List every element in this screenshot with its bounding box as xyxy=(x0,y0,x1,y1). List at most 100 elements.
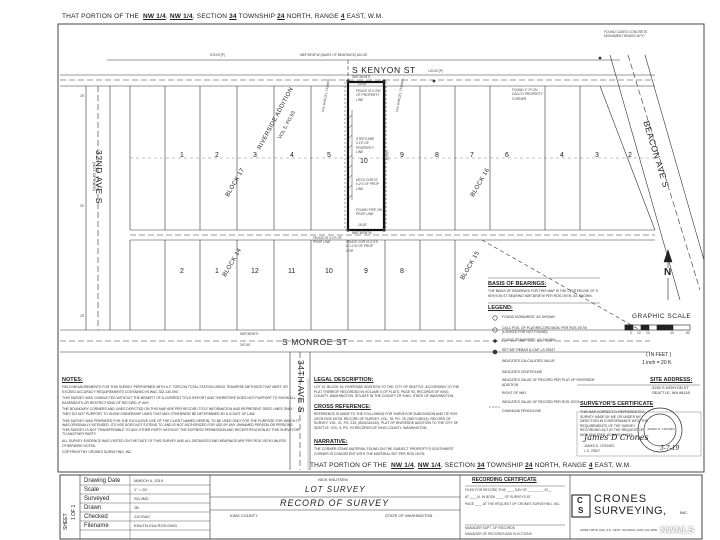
callout-fence-s: FENCE IS 0.2'S OF PROP LINE xyxy=(313,236,343,245)
dim-monroe-brg: S89°38'08"E xyxy=(240,332,259,336)
legend-item: FOUND MONUMENT, AS SHOWN xyxy=(502,315,555,319)
sheet-number: 1 OF 1 xyxy=(71,504,77,520)
legend-item: RIGHT OF WAY xyxy=(502,391,527,396)
header-top: THAT PORTION OF THE NW 1/4, NW 1/4, SECT… xyxy=(62,13,384,20)
company-logo-s: S xyxy=(578,506,584,515)
tb-label-checked: Checked xyxy=(84,514,108,520)
header-b-section: 34 xyxy=(477,462,485,469)
dim-bearing-top: N89°38'08"W (BASIS OF BEARINGS) 622.56' xyxy=(300,53,368,57)
sheet-label: SHEET xyxy=(63,513,69,530)
lot-n-e-6: 6 xyxy=(505,152,509,159)
recording-l5: MANAGER OF RECORDS AND ELECTIONS xyxy=(465,532,532,536)
company-address: 23808 196TH AVE. S.E. KENT, WA 98042 (42… xyxy=(580,528,658,532)
lot-n-w-1: 1 xyxy=(180,152,184,159)
note-item: COPYRIGHT BY CRONES SURVEYING, INC. xyxy=(62,450,133,455)
callout-fence-n: FENCE IS 0.3'W OF PROPERTY LINE xyxy=(356,89,381,102)
lot-n-w-4: 4 xyxy=(290,152,294,159)
recording-l4: MANAGER SUPT. OF RECORDS xyxy=(465,526,515,530)
header-township: 24 xyxy=(277,13,285,20)
narrative-text: THE CORNER STAKE MATERIAL FOUND ON THE S… xyxy=(314,447,454,456)
lot-s-2: 2 xyxy=(180,268,184,275)
note-item: THE BOUNDARY CORNERS AND LINES DEPICTED … xyxy=(62,407,294,416)
note-item: THIS SURVEY WAS CONDUCTED WITHOUT THE BE… xyxy=(62,396,296,405)
header-bottom: THAT PORTION OF THE NW 1/4, NW 1/4, SECT… xyxy=(310,462,632,469)
note-item: THIS SURVEY WAS PREPARED FOR THE EXCLUSI… xyxy=(62,418,300,437)
legend-title: LEGEND: xyxy=(488,305,513,311)
dim-347: 347.60' xyxy=(240,343,251,347)
header-b-east: EAST, W.M. xyxy=(594,462,632,469)
callout-deck: DECK COR IS 0.2'S OF PROP LINE xyxy=(356,178,380,191)
scale-tick-40: 40 xyxy=(670,331,674,335)
callout-found-monument: FOUND CASED CONCRETE MONUMENT BRASS W/"X… xyxy=(604,30,648,39)
street-kenyon: S KENYON ST xyxy=(352,65,416,75)
legend-item: SET 5/8" REBAR & CAP, LS 29537 xyxy=(502,348,556,353)
callout-fence-s2: FENCE COR IS 0.5'S & 1.1'W OF PROP COR xyxy=(346,240,378,253)
lot-n-e-8: 8 xyxy=(435,152,439,159)
header-b-quarter1: NW 1/4 xyxy=(391,462,414,469)
lot-n-e-4: 4 xyxy=(560,152,564,159)
callout-steps: STEPS ARE 0.1'E OF PROPERTY LINE xyxy=(356,137,375,154)
tb-county: KING COUNTY xyxy=(230,513,258,518)
legend-item: INDICATES VALUE OF RECORD PER ROS 19/7/6 xyxy=(502,399,580,404)
surveyor-title: SURVEYOR'S CERTIFICATE xyxy=(580,401,654,407)
notes-title: NOTES: xyxy=(62,377,83,383)
basis-title: BASIS OF BEARINGS: xyxy=(488,281,547,287)
company-name1: CRONES xyxy=(594,493,648,505)
header-b-quarter2: NW 1/4 xyxy=(417,462,441,469)
recording-l2: AT ____M. IN BOOK ____ OF SURVEYS AT xyxy=(465,495,531,499)
lot-n-e-7: 7 xyxy=(470,152,474,159)
legal-text: LOT 10, BLOCK 16, RIVERSIDE ADDITION TO … xyxy=(314,385,460,399)
recording-title: RECORDING CERTIFICATE xyxy=(472,477,537,483)
tb-value-drawn: JB xyxy=(134,505,139,510)
legend-item: INDICATES CALCULATED VALUE xyxy=(502,358,555,363)
tb-value-surveyed: SC/JMC xyxy=(134,496,149,501)
dim-kenyon-brg: S89°38'08"E xyxy=(352,75,371,79)
header-b-north-range: NORTH, RANGE xyxy=(534,462,587,469)
dim-25: 25' xyxy=(80,94,85,98)
scale-tick-0: 0 xyxy=(630,331,632,335)
dim-2500b: 25.00' xyxy=(358,223,367,227)
watermark-logo: NWMLS xyxy=(660,525,694,535)
cross-title: CROSS REFERENCE: xyxy=(314,404,371,410)
dim-2500: 25.00' xyxy=(358,82,367,86)
dim-120: 120.00'(P) xyxy=(428,69,444,73)
street-32nd-note: (NOT OPENED) xyxy=(92,162,97,192)
lot-s-12: 12 xyxy=(251,268,259,275)
lot-s-10: 10 xyxy=(325,268,333,275)
tb-value-date: MARCH 4, 2019 xyxy=(134,478,164,483)
surveyor-signature: James D Crones xyxy=(584,433,649,442)
tb-client: NICK KNUTSEN xyxy=(318,477,348,482)
tb-label-file: Filename xyxy=(84,523,109,529)
note-item: FIELD MEASUREMENTS FOR THIS SURVEY PERFO… xyxy=(62,385,288,394)
recording-l3: PAGE ____ AT THE REQUEST OF CRONES SURVE… xyxy=(465,502,561,506)
graphic-scale-title: GRAPHIC SCALE xyxy=(632,313,692,320)
dim-120s: 120.00' xyxy=(385,150,389,161)
scale-tick-20: 20 xyxy=(646,331,650,335)
surveyor-license: L.S. 29537 xyxy=(584,449,600,453)
scale-ratio: 1 inch = 20 ft. xyxy=(642,360,673,366)
legend-item: INDICATES CENTERLINE xyxy=(502,369,543,374)
site-title: SITE ADDRESS: xyxy=(650,377,693,383)
recording-l1: FILED FOR RECORD THIS ____ DAY OF ______… xyxy=(465,488,552,492)
surveyor-date: 3-7-19 xyxy=(660,445,680,452)
lot-n-w-5: 5 xyxy=(327,152,331,159)
note-item: ALL SURVEY EVIDENCE WAS VISITED ON THE D… xyxy=(62,438,286,448)
lot-n-e-3: 3 xyxy=(595,152,599,159)
surveyor-text: THIS MAP CORRECTLY REPRESENTS A SURVEY M… xyxy=(580,410,649,437)
dim-30: 30' xyxy=(80,204,85,208)
tb-value-scale: 1" = 20' xyxy=(134,487,148,492)
dim-25b: 25' xyxy=(80,314,85,318)
scale-in-feet: ( IN FEET ) xyxy=(646,352,672,358)
legend-item: FOUND REBAR/PIPE, AS SHOWN xyxy=(502,337,556,342)
tb-value-file: KNUTN-01A-ROS.DWG xyxy=(134,523,178,528)
narrative-title: NARRATIVE: xyxy=(314,439,348,445)
header-north-range: NORTH, RANGE xyxy=(286,13,339,20)
lot-s-8: 8 xyxy=(400,268,404,275)
tb-state: STATE OF WASHINGTON xyxy=(385,513,433,518)
tb-label-scale: Scale xyxy=(84,487,100,493)
legend-item: INDICATES VALUE OF RECORD PER PLAT OF RI… xyxy=(502,378,595,387)
company-logo-c: C xyxy=(577,496,583,505)
basis-text: THE BASIS OF BEARINGS FOR THIS MAP IS TH… xyxy=(488,289,598,298)
header-b-section-label: SECTION xyxy=(444,462,476,469)
